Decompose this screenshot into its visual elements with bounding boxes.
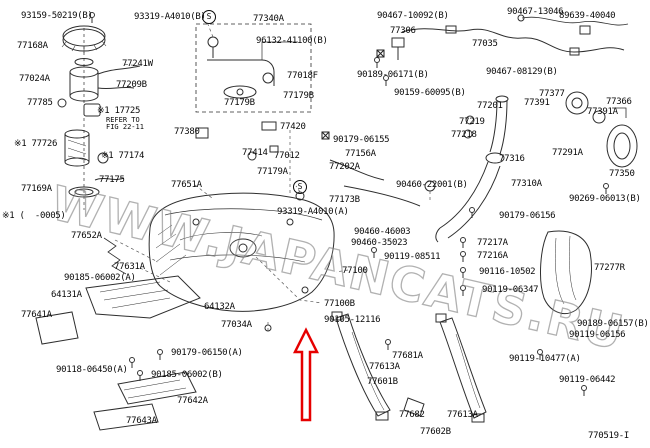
leader-lines: [114, 21, 431, 331]
fastener-icons: [89, 12, 609, 397]
red-arrow-annotation: [292, 327, 320, 422]
figure-number: 770519-I: [588, 431, 629, 441]
